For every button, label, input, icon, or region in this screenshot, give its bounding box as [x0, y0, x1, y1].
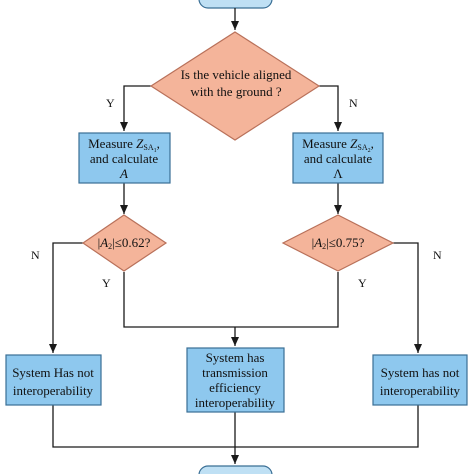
end-terminal: [198, 465, 273, 474]
outcome-center-box: [186, 347, 285, 413]
outcome-center-line2: transmission: [202, 365, 268, 380]
label-yes-lower-right: Y: [358, 276, 367, 290]
outcome-center-line1: System has: [206, 350, 265, 365]
outcome-right-line2: interoperability: [380, 383, 461, 398]
decision-threshold-right: [281, 214, 395, 272]
label-yes-lower-left: Y: [102, 276, 111, 290]
outcome-left-box: [5, 354, 102, 406]
measure-left-box: [78, 132, 171, 184]
edge-check-right-no: [393, 242, 422, 353]
measure-left-line1: Measure ZSA1,: [88, 136, 160, 154]
decision-aligned-line2: with the ground ?: [190, 84, 282, 99]
connectors: [49, 8, 422, 464]
edge-decision-no: [319, 85, 342, 131]
decision-aligned: [149, 31, 321, 141]
measure-right-box: [292, 132, 384, 184]
decision-aligned-line1: Is the vehicle aligned: [181, 67, 292, 82]
outcome-right-box: [372, 354, 468, 406]
label-yes-left: Y: [106, 96, 115, 110]
measure-right-line2: and calculate: [304, 151, 372, 166]
outcome-left-line1: System Has not: [12, 365, 94, 380]
start-terminal: [198, 0, 273, 9]
edge-check-left-yes: [123, 272, 339, 328]
measure-left-line2: and calculate: [90, 151, 158, 166]
label-no-left: N: [31, 248, 40, 262]
measure-right-line1: Measure ZSA2,: [302, 136, 374, 154]
label-no-far-right: N: [433, 248, 442, 262]
measure-right-line3: Λ: [333, 166, 343, 181]
outcome-right-line1: System has not: [381, 365, 460, 380]
decision-threshold-left-text: |A2|≤0.62?: [98, 235, 151, 251]
decision-threshold-right-text: |A2|≤0.75?: [312, 235, 365, 251]
edge-check-left-no: [49, 242, 83, 353]
label-no-right: N: [349, 96, 358, 110]
measure-left-line3: A: [119, 166, 128, 181]
outcome-left-line2: interoperability: [13, 383, 94, 398]
edge-decision-yes: [120, 85, 151, 131]
outcome-center-line4: interoperability: [195, 395, 276, 410]
outcome-center-line3: efficiency: [209, 380, 261, 395]
decision-threshold-left: [81, 214, 168, 272]
